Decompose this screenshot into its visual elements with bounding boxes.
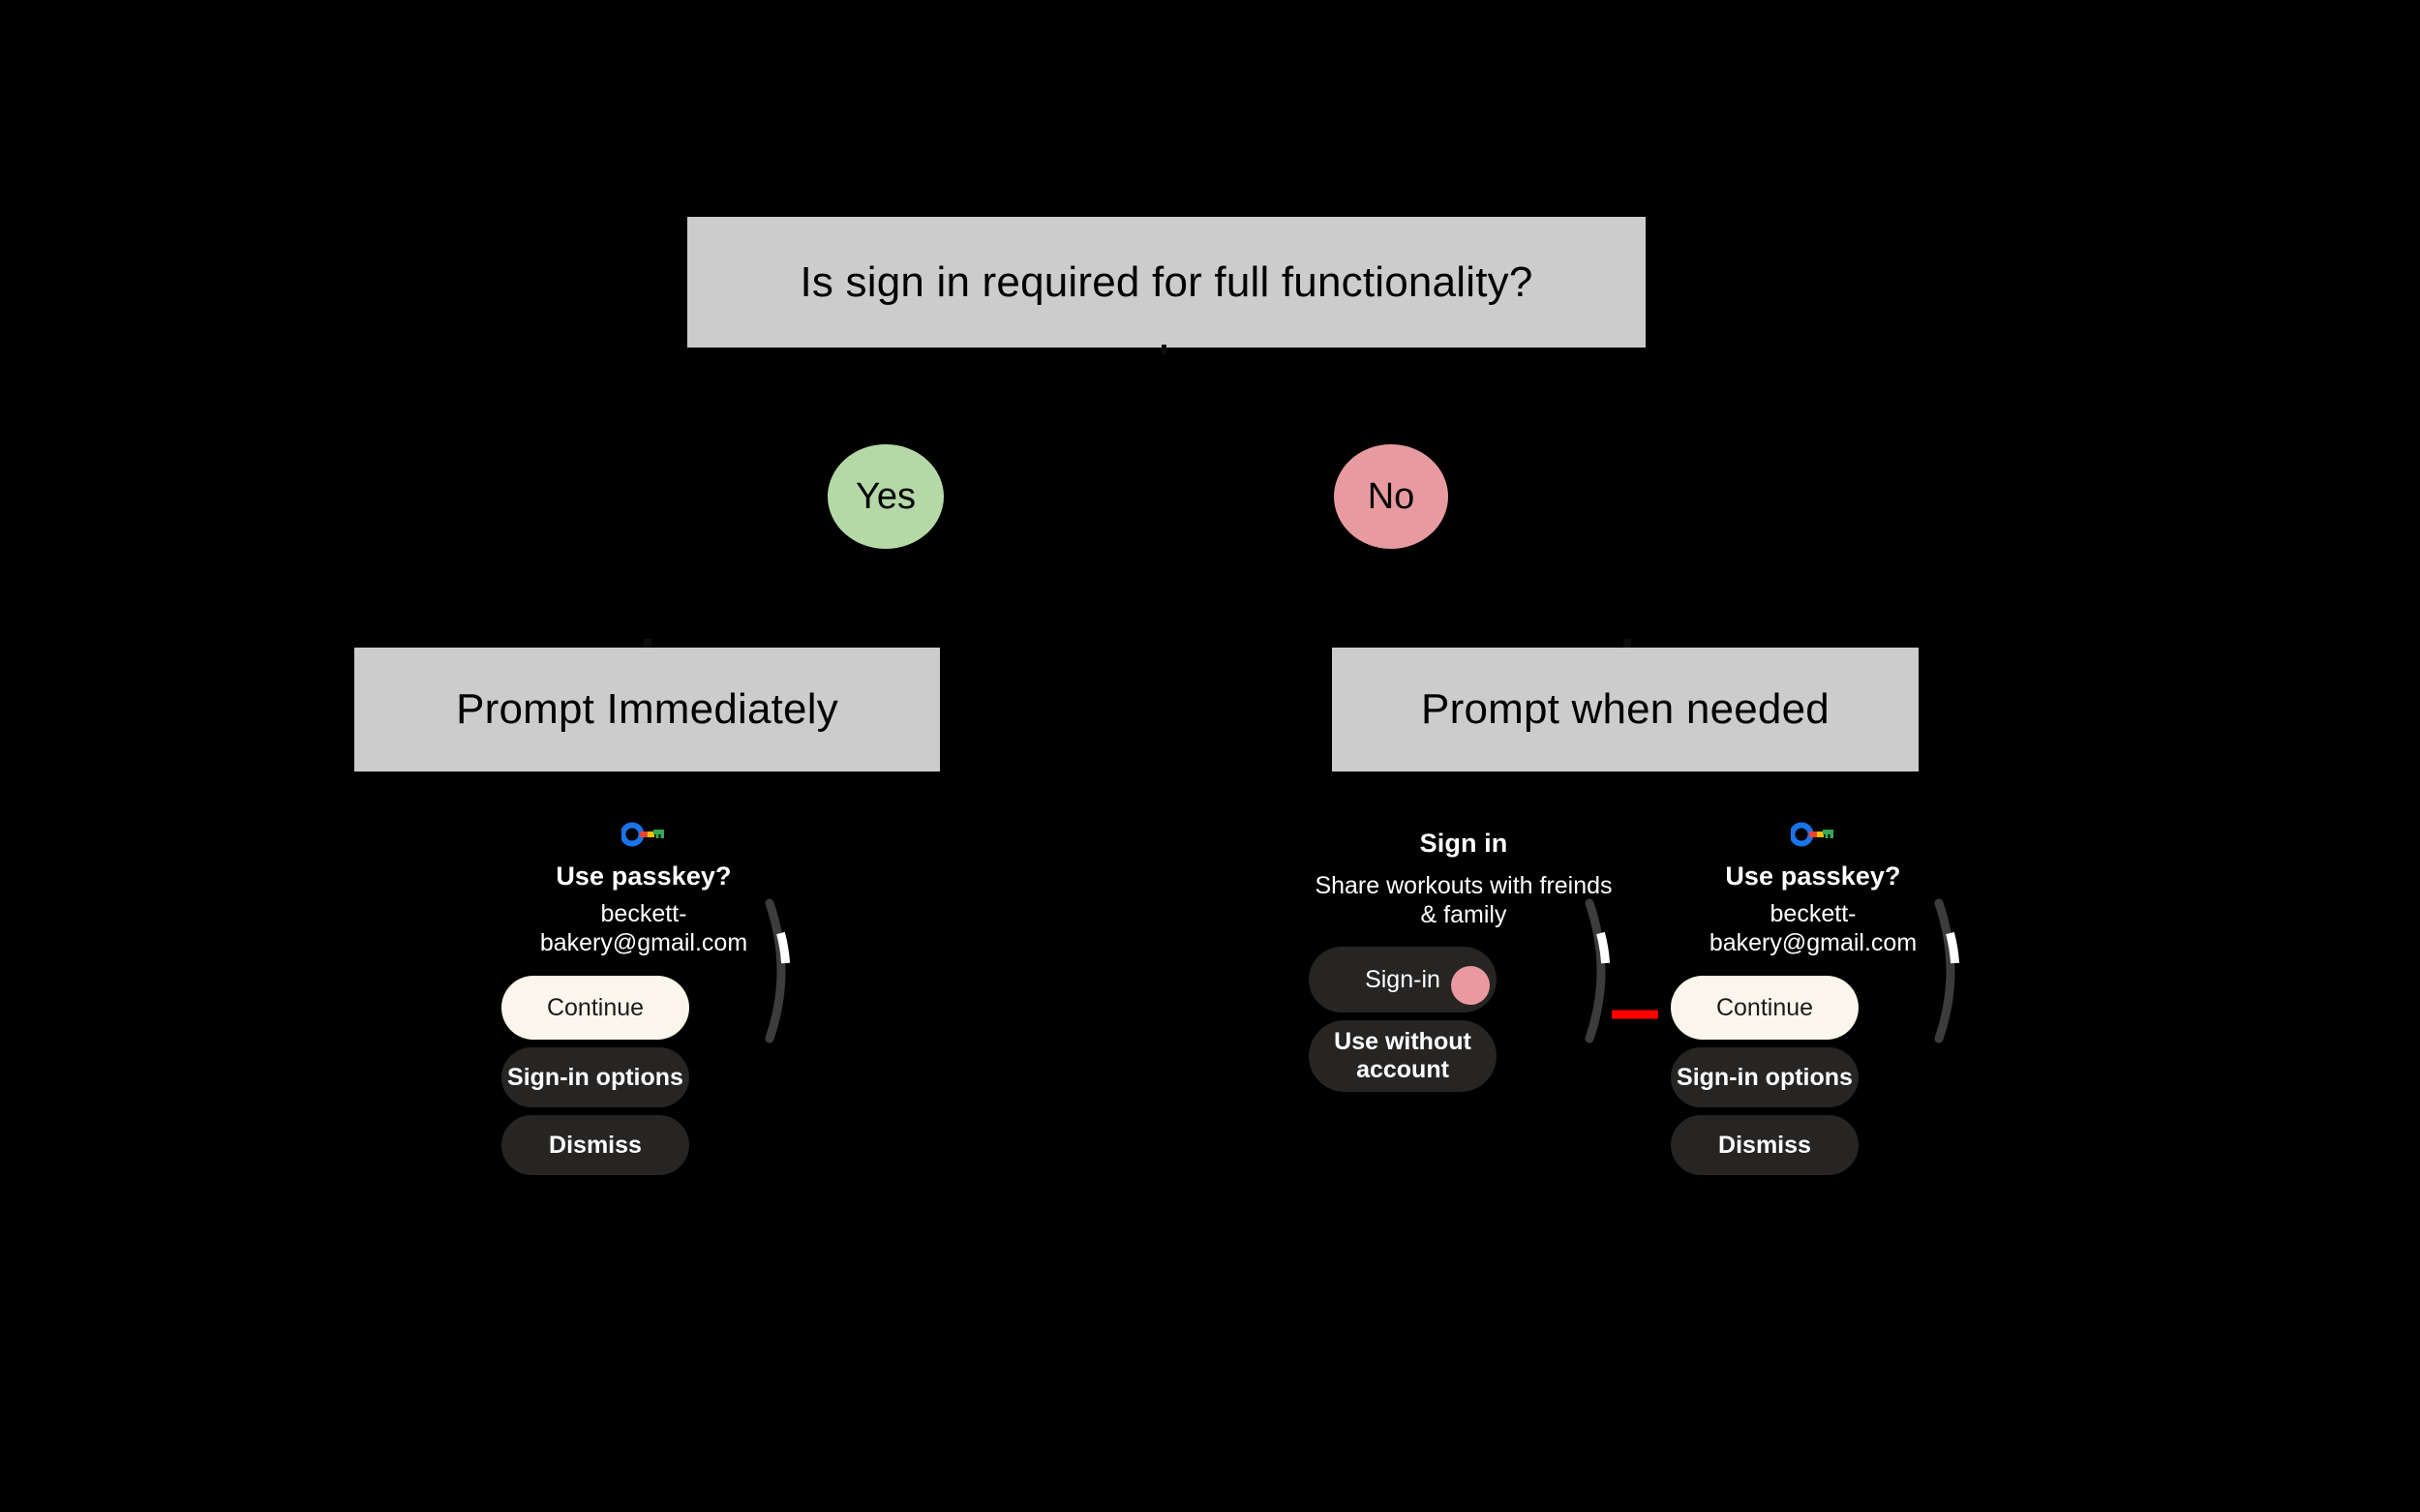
connector-yes-to-box <box>644 639 651 650</box>
signin-card: Sign in Share workouts with freinds & fa… <box>1309 811 1618 1160</box>
rotary-scrollbar[interactable] <box>1582 893 1618 1048</box>
connector-decision-to-no <box>1162 345 1166 354</box>
dialog-title: Use passkey? <box>556 862 732 891</box>
passkey-dialog-left: Use passkey? beckett-bakery@gmail.com Co… <box>489 811 799 1285</box>
continue-button[interactable]: Continue <box>1671 976 1859 1040</box>
signin-accent-dot <box>1451 966 1490 1005</box>
rotary-scrollbar[interactable] <box>762 893 799 1048</box>
decision-box: Is sign in required for full functionali… <box>687 217 1646 348</box>
dialog-account-email: beckett-bakery@gmail.com <box>1709 900 1918 956</box>
branch-label-yes: Yes <box>828 444 944 549</box>
dialog-account-email: beckett-bakery@gmail.com <box>539 900 748 956</box>
passkey-dialog-right: Use passkey? beckett-bakery@gmail.com Co… <box>1658 811 1968 1285</box>
outcome-box-prompt-when-needed: Prompt when needed <box>1332 648 1919 771</box>
use-without-account-button[interactable]: Use without account <box>1309 1020 1497 1092</box>
signin-card-title: Sign in <box>1419 829 1508 858</box>
signin-card-description: Share workouts with freinds & family <box>1315 872 1613 928</box>
sign-in-options-button[interactable]: Sign-in options <box>501 1047 689 1107</box>
google-passkey-icon <box>620 821 666 848</box>
outcome-box-prompt-immediately: Prompt Immediately <box>354 648 940 771</box>
rotary-scrollbar[interactable] <box>1931 893 1968 1048</box>
dismiss-button[interactable]: Dismiss <box>1671 1115 1859 1175</box>
google-passkey-icon <box>1789 821 1835 848</box>
dialog-title: Use passkey? <box>1725 862 1901 891</box>
dismiss-button[interactable]: Dismiss <box>501 1115 689 1175</box>
branch-label-no: No <box>1334 444 1448 549</box>
connector-no-to-box <box>1623 639 1631 650</box>
continue-button[interactable]: Continue <box>501 976 689 1040</box>
sign-in-options-button[interactable]: Sign-in options <box>1671 1047 1859 1107</box>
